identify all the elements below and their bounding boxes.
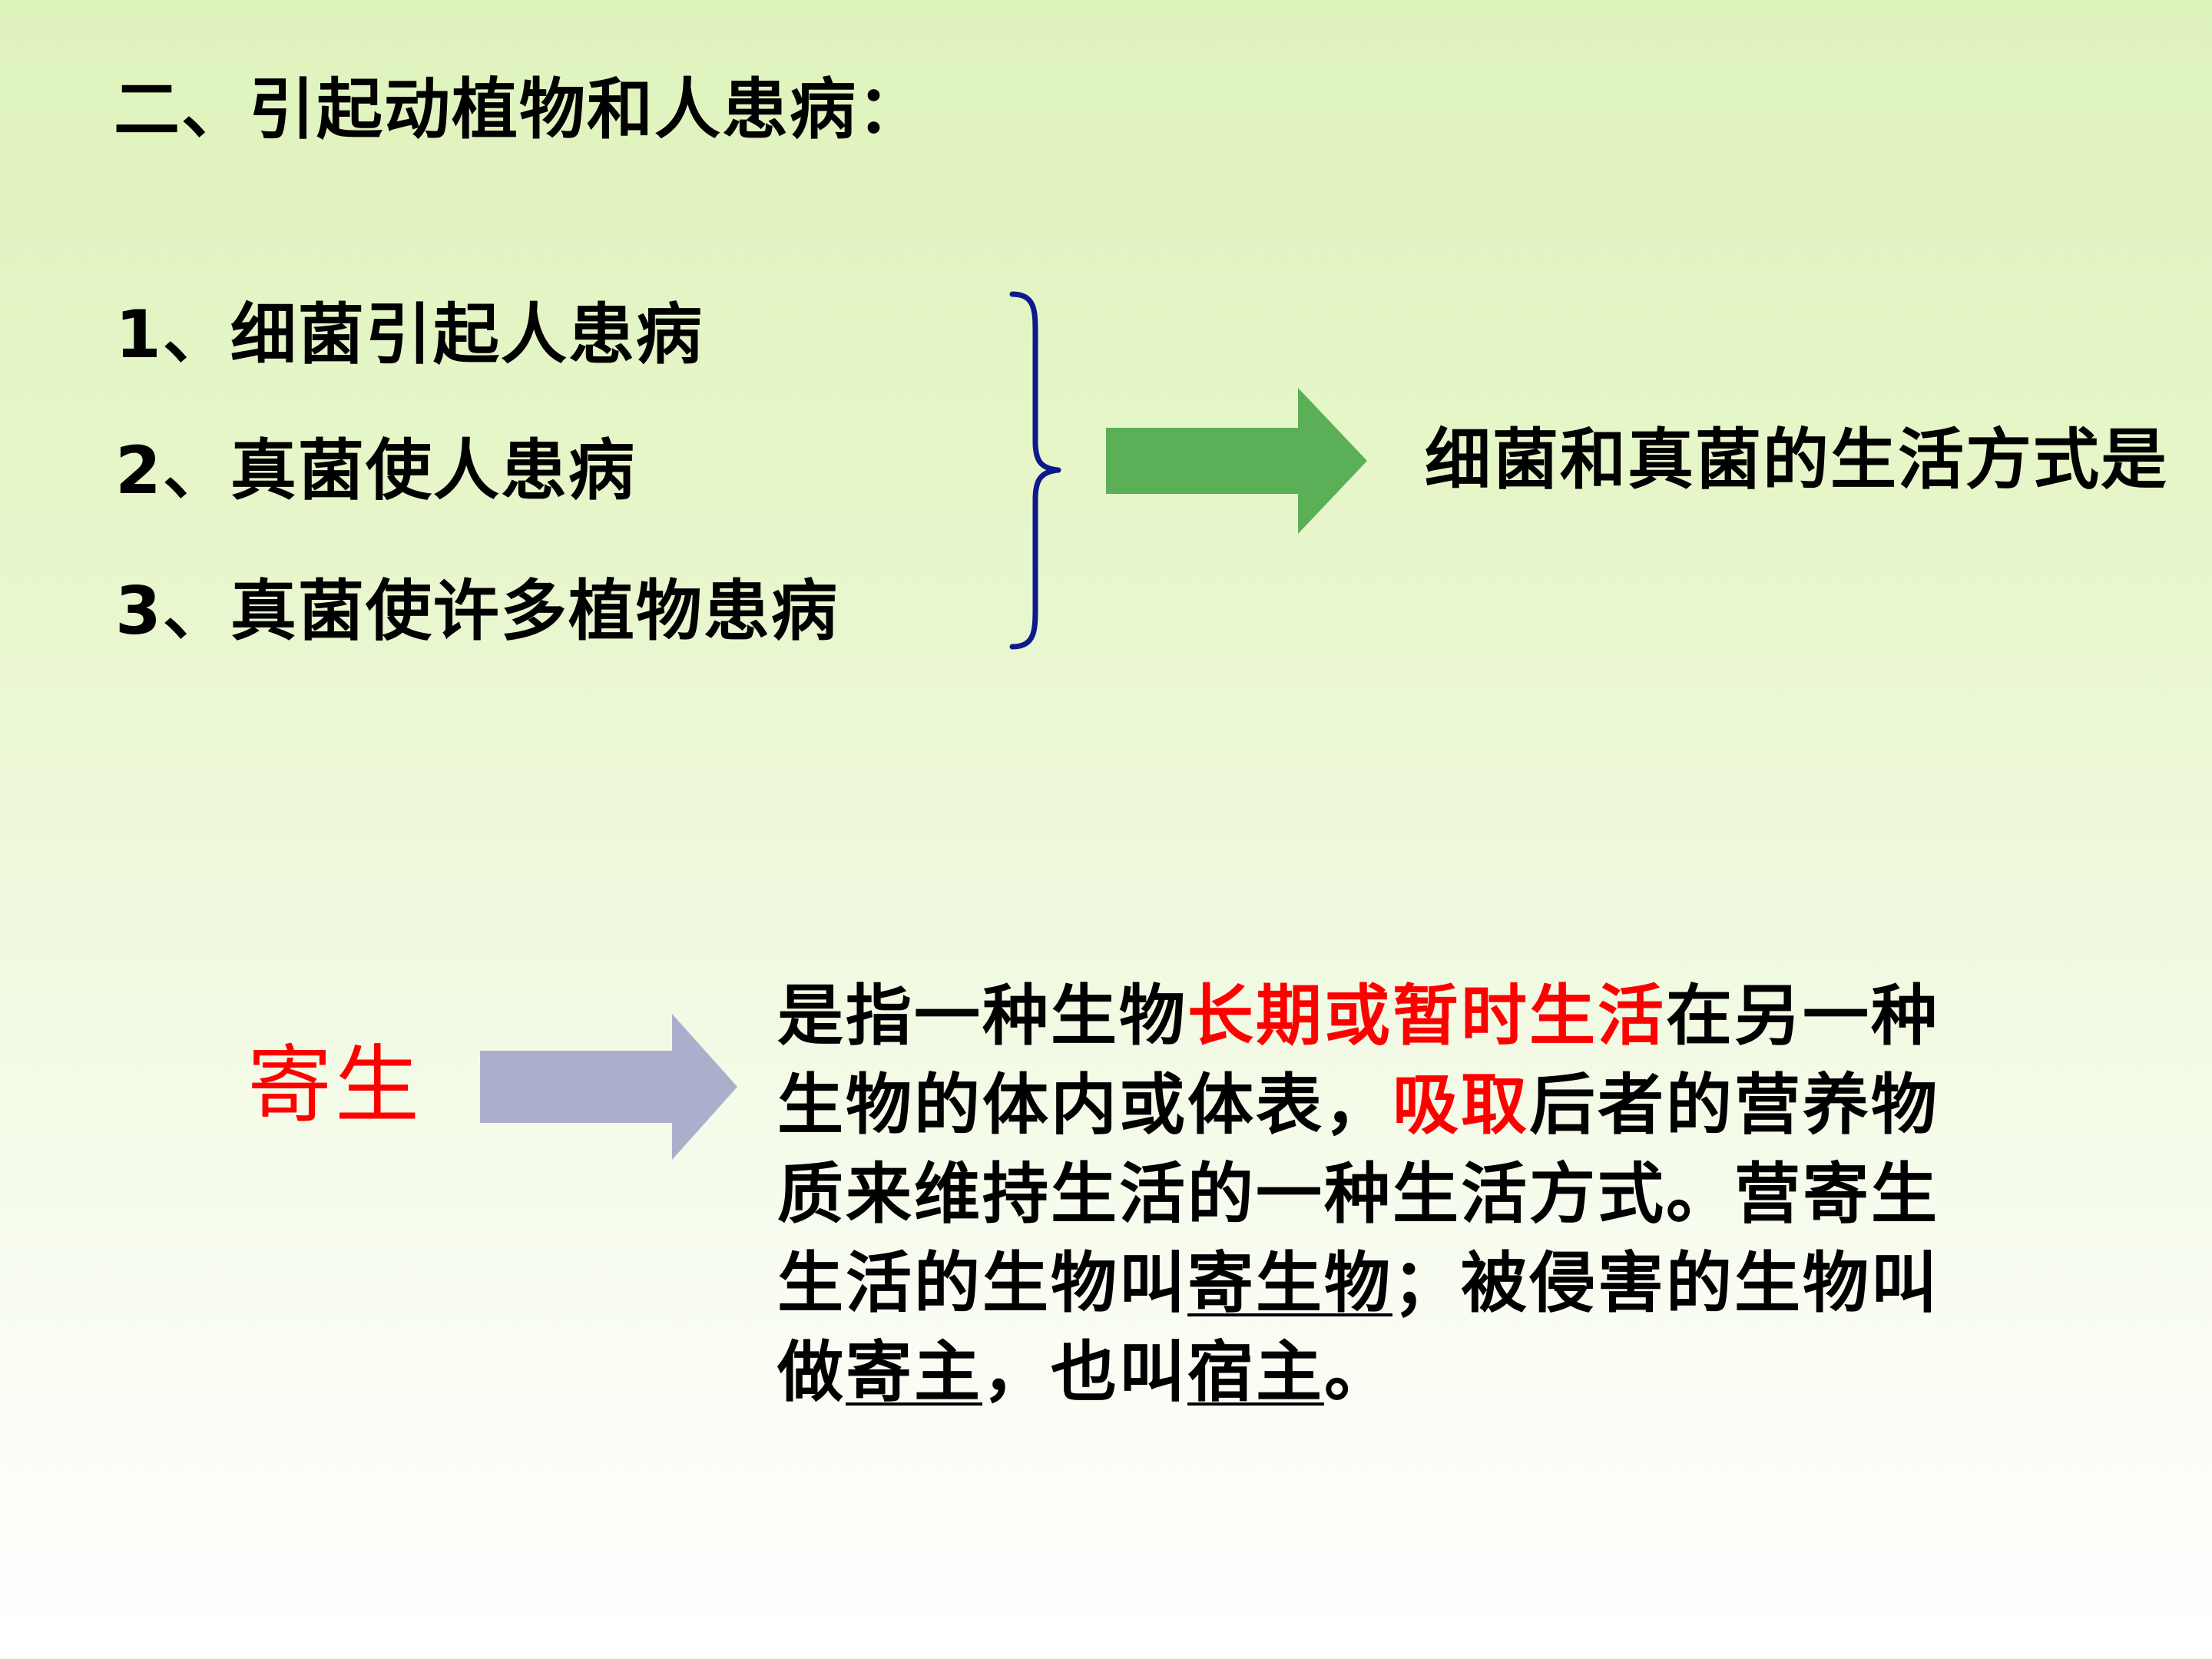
highlight-long-term: 长期或暂时生活 bbox=[1187, 978, 1666, 1055]
definition-text: 生活的生物叫 bbox=[777, 1245, 1187, 1322]
definition-line-2: 生物的体内或体表，吸取后者的营养物 bbox=[777, 1061, 2037, 1150]
green-right-arrow-icon bbox=[1106, 388, 1367, 534]
conclusion-text: 细菌和真菌的生活方式是 bbox=[1425, 422, 2168, 498]
purple-right-arrow-icon bbox=[480, 1014, 737, 1160]
definition-text: 质来维持生活的一种生活方式。营寄生 bbox=[777, 1156, 1939, 1233]
definition-text: 后者的营养物 bbox=[1529, 1067, 1939, 1144]
term-parasitism: 寄生 bbox=[247, 1036, 422, 1134]
term-host: 寄主 bbox=[846, 1334, 982, 1411]
definition-paragraph: 是指一种生物长期或暂时生活在另一种 生物的体内或体表，吸取后者的营养物 质来维持… bbox=[777, 972, 2037, 1417]
term-parasite: 寄生物 bbox=[1187, 1245, 1392, 1322]
definition-line-1: 是指一种生物长期或暂时生活在另一种 bbox=[777, 972, 2037, 1061]
highlight-absorb: 吸取 bbox=[1392, 1067, 1529, 1144]
definition-text: 做 bbox=[777, 1334, 846, 1411]
term-host-alt: 宿主 bbox=[1187, 1334, 1324, 1411]
right-curly-brace-icon bbox=[1009, 291, 1061, 650]
definition-text: ，也叫 bbox=[982, 1334, 1187, 1411]
definition-line-3: 质来维持生活的一种生活方式。营寄生 bbox=[777, 1150, 2037, 1239]
definition-text: ；被侵害的生物叫 bbox=[1392, 1245, 1939, 1322]
definition-line-4: 生活的生物叫寄生物；被侵害的生物叫 bbox=[777, 1239, 2037, 1328]
definition-line-5: 做寄主，也叫宿主。 bbox=[777, 1328, 2037, 1417]
list-item-bacteria-human: 1、细菌引起人患病 bbox=[115, 296, 704, 373]
list-item-fungi-plants: 3、真菌使许多植物患病 bbox=[115, 573, 839, 650]
definition-text: 在另一种 bbox=[1666, 978, 1939, 1055]
list-item-fungi-human: 2、真菌使人患病 bbox=[115, 432, 636, 509]
definition-text: 。 bbox=[1324, 1334, 1392, 1411]
definition-text: 生物的体内或体表， bbox=[777, 1067, 1392, 1144]
definition-text: 是指一种生物 bbox=[777, 978, 1187, 1055]
slide-heading: 二、引起动植物和人患病： bbox=[114, 71, 925, 148]
